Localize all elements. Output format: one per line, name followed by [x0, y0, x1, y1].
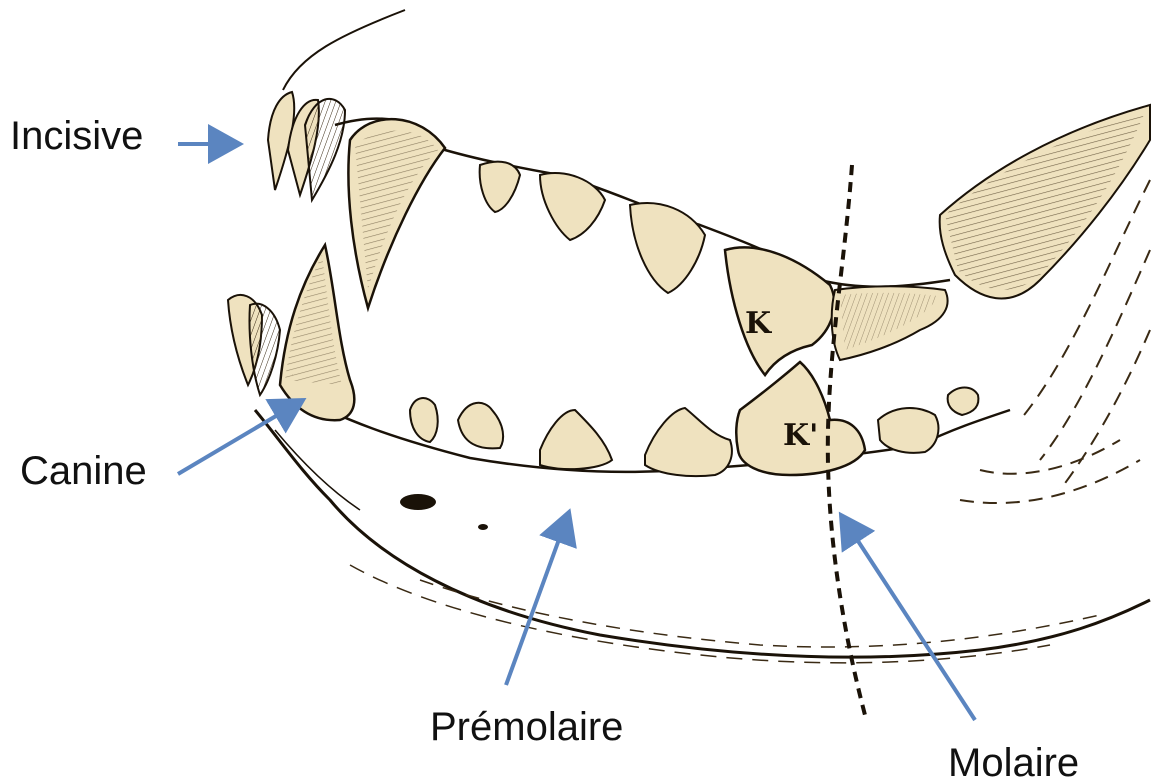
arrow-molaire [841, 515, 975, 720]
lower-carnassial-label: K' [783, 418, 818, 453]
upper-premolars [480, 162, 705, 293]
mental-foramen-small [478, 524, 488, 530]
snout-outline [283, 10, 405, 90]
label-canine: Canine [20, 451, 147, 491]
upper-carnassial-label: K [745, 306, 772, 341]
label-incisive: Incisive [10, 116, 143, 156]
lower-molars [878, 388, 978, 453]
upper-incisors [268, 92, 345, 200]
upper-carnassial [725, 247, 834, 375]
lower-premolars [410, 398, 732, 476]
label-molaire: Molaire [948, 743, 1079, 783]
arrow-canine [178, 400, 303, 474]
mental-foramen-large [400, 494, 436, 510]
label-premolaire: Prémolaire [430, 707, 623, 747]
arrow-premolaire [506, 512, 569, 685]
lower-incisors [228, 295, 280, 395]
